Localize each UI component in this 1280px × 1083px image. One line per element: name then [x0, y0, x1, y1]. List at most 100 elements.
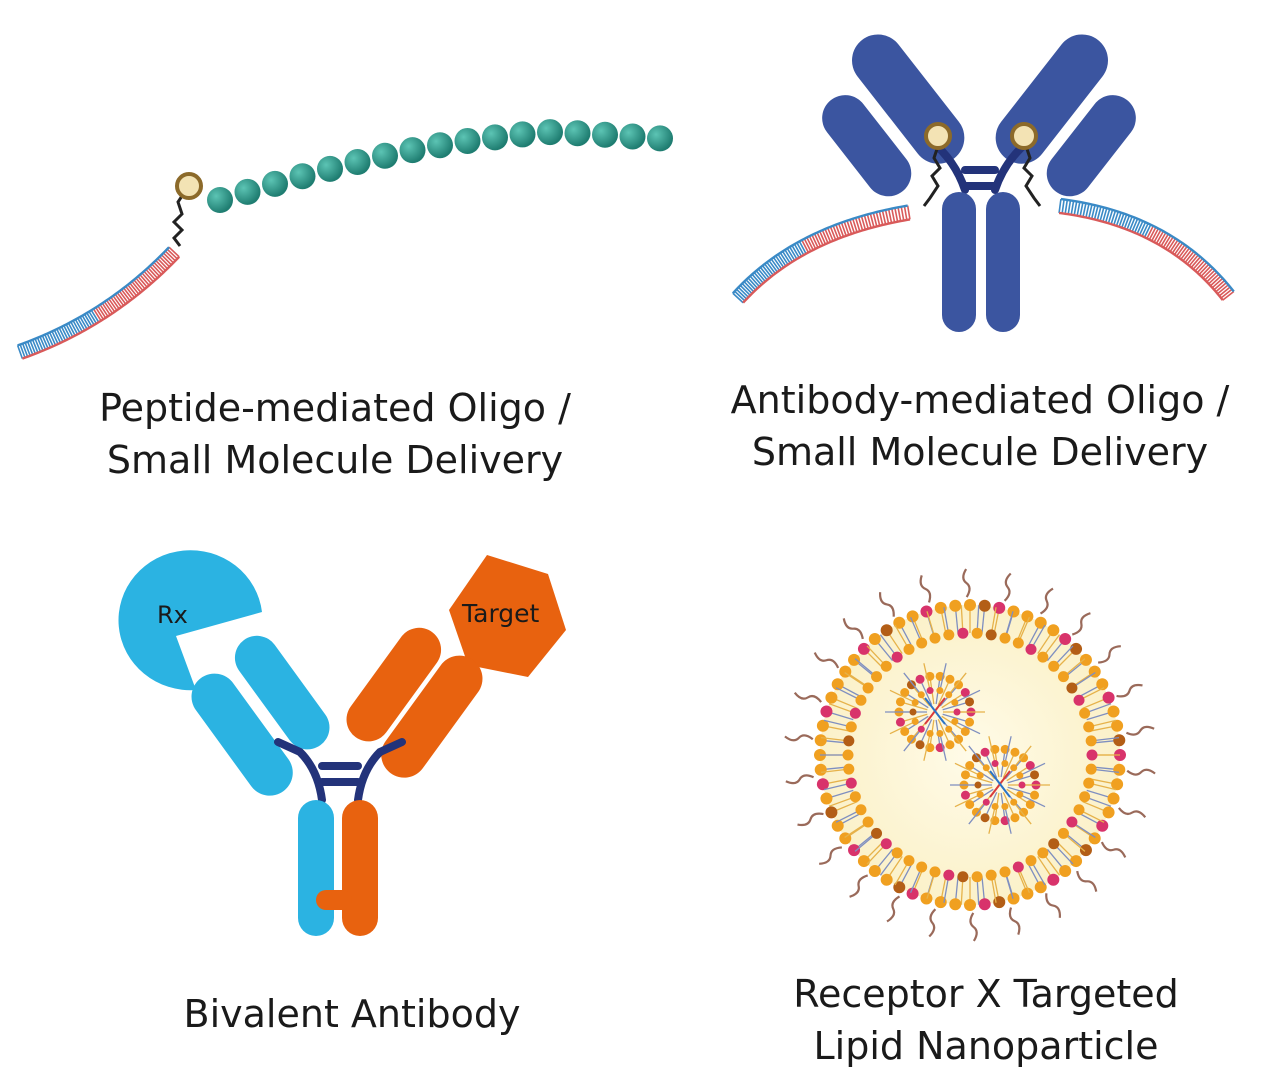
- oligo-rung: [784, 249, 794, 263]
- target-label: Target: [461, 599, 540, 628]
- lipid-head: [880, 873, 893, 886]
- oligo-rung: [793, 243, 803, 257]
- oligo-rung: [897, 207, 902, 222]
- lipid-head: [862, 682, 874, 694]
- oligo-rung: [1085, 203, 1090, 218]
- lipid-tail: [942, 713, 970, 723]
- lipid-head: [945, 674, 955, 684]
- peg-tail: [1008, 907, 1021, 935]
- lipid-head: [1019, 753, 1029, 763]
- oligo-rung: [1148, 226, 1157, 241]
- peptide-bead: [399, 137, 426, 164]
- lipid-head: [917, 691, 925, 699]
- oligo-rung: [1184, 250, 1195, 263]
- rx-label: Rx: [157, 601, 188, 629]
- oligo-rung: [881, 210, 887, 225]
- caption-antibody-line2: Small Molecule Delivery: [751, 430, 1209, 474]
- oligo-rung: [735, 288, 748, 300]
- peg-tail: [1098, 645, 1121, 664]
- oligo-rung: [819, 231, 827, 245]
- oligo-rung: [147, 267, 158, 279]
- lipid-tail: [1004, 736, 1012, 764]
- lipid-head: [976, 771, 984, 779]
- lipid-head: [843, 735, 855, 747]
- oligo-backbone-bottom: [1060, 197, 1235, 293]
- lipid-head: [971, 753, 981, 763]
- lipid-head: [1070, 855, 1083, 868]
- peg-tail: [797, 812, 824, 827]
- oligo-rung: [99, 304, 109, 317]
- peptide-bead: [207, 187, 233, 213]
- oligo-rung: [852, 218, 858, 233]
- lipid-head: [906, 610, 919, 623]
- oligo-rung: [813, 233, 822, 247]
- lipid-head: [1012, 637, 1024, 649]
- peptide-bead: [509, 121, 536, 148]
- oligo-rung: [857, 216, 864, 231]
- lipid-head: [960, 770, 970, 780]
- antibody-fc-left: [942, 192, 976, 332]
- oligo-rung: [1211, 277, 1224, 289]
- lipid-head: [991, 760, 999, 768]
- oligo-rung: [1136, 220, 1144, 235]
- oligo-rung: [1192, 258, 1204, 270]
- oligo-rung: [808, 235, 817, 250]
- lipid-head: [971, 627, 983, 639]
- lipid-head: [929, 866, 941, 878]
- oligo-rung: [798, 241, 807, 255]
- lipid-head: [848, 653, 861, 666]
- oligo-rung: [843, 221, 850, 236]
- oligo-rung: [743, 281, 755, 293]
- oligo-rung: [1208, 273, 1220, 285]
- oligo-rung: [88, 311, 98, 324]
- oligo-rung: [112, 295, 122, 308]
- lipid-head: [909, 708, 917, 716]
- lipid-head: [1096, 678, 1109, 691]
- lipid-head: [1073, 804, 1085, 816]
- lipid-head: [976, 791, 984, 799]
- lipid-head: [943, 629, 955, 641]
- oligo-rung: [74, 319, 83, 333]
- lipid-head: [855, 804, 867, 816]
- oligo-rung: [1155, 230, 1165, 244]
- oligo-rung: [1090, 204, 1096, 219]
- oligo-rung: [878, 211, 884, 226]
- oligo-rung: [1190, 256, 1201, 268]
- lipid-head: [926, 729, 934, 737]
- oligo-rung: [41, 335, 49, 349]
- oligo-rung: [103, 301, 114, 314]
- lipid-tail: [942, 701, 970, 711]
- peg-tail: [784, 734, 814, 742]
- oligo-rung: [1099, 207, 1105, 222]
- oligo-rung: [16, 345, 24, 359]
- lipid-head: [1001, 802, 1009, 810]
- peptide-bead: [427, 132, 453, 159]
- oligo-rung: [137, 275, 148, 288]
- lipid-head: [974, 781, 982, 789]
- oligo-rung: [761, 265, 772, 278]
- lipid-tail: [900, 701, 928, 711]
- peg-tail: [1126, 768, 1156, 776]
- linker-squiggle-2a: [922, 145, 942, 207]
- peg-tail: [1071, 612, 1091, 636]
- oligo-rung: [72, 320, 81, 334]
- oligo-rung: [824, 228, 832, 243]
- lipid-head: [965, 761, 975, 771]
- oligo-rung: [1104, 208, 1111, 223]
- lipid-head: [945, 740, 955, 750]
- lipid-head: [1059, 633, 1072, 646]
- lipid-head: [978, 599, 991, 612]
- lipid-nanoparticle-illustration: [784, 568, 1156, 942]
- lipid-head: [891, 847, 903, 859]
- peg-tail: [849, 874, 869, 898]
- oligo-rung: [70, 321, 79, 335]
- lipid-head: [954, 734, 964, 744]
- oligo-rung: [81, 315, 91, 329]
- lipid-head: [953, 708, 961, 716]
- lipid-head: [991, 802, 999, 810]
- oligo-rung: [92, 308, 102, 322]
- lipid-head: [1102, 691, 1115, 704]
- oligo-rung: [1186, 252, 1197, 265]
- oligo-rung: [116, 292, 127, 305]
